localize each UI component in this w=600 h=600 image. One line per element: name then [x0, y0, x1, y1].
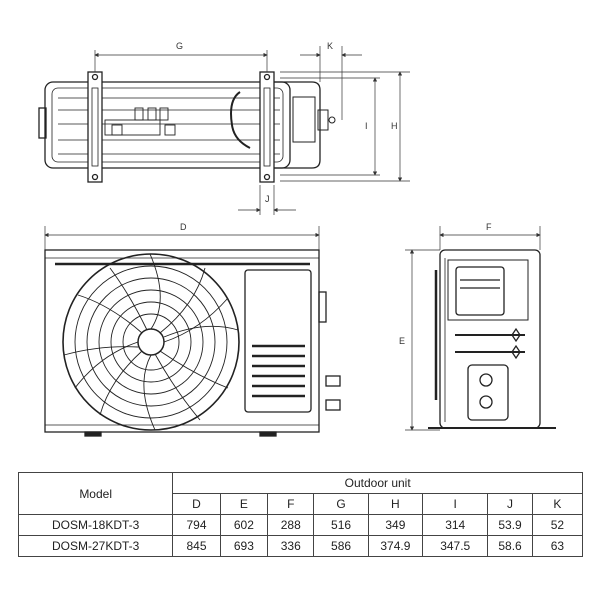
cell-f: 288	[267, 514, 315, 536]
side-view-dimensions	[405, 226, 541, 431]
cell-g: 516	[313, 514, 369, 536]
table-column-row: D E F G H I J K	[19, 493, 584, 515]
dim-label-h: H	[391, 121, 398, 131]
dim-label-f: F	[486, 222, 492, 232]
top-view	[38, 71, 336, 183]
table-row: DOSM-18KDT-3 794 602 288 516 349 314 53.…	[17, 514, 584, 536]
column-header-k: K	[531, 493, 584, 515]
cell-g: 586	[313, 535, 369, 557]
dim-label-k: K	[327, 41, 334, 51]
top-view-dimensions	[94, 46, 410, 215]
cell-i: 314	[422, 514, 489, 536]
column-header-i: I	[422, 493, 489, 515]
table-header-row: Model Outdoor unit	[17, 472, 583, 515]
cell-d: 845	[172, 535, 221, 557]
dim-label-j: J	[265, 194, 270, 204]
cell-k: 63	[531, 535, 584, 557]
column-header-e: E	[219, 493, 269, 515]
cell-d: 794	[172, 514, 221, 536]
front-view-dimensions	[44, 226, 320, 250]
model-name: DOSM-27KDT-3	[17, 535, 174, 557]
dim-label-d: D	[180, 222, 187, 232]
dim-label-i: I	[365, 121, 368, 131]
cell-j: 53.9	[487, 514, 533, 536]
model-header: Model	[17, 472, 174, 515]
cell-i: 347.5	[422, 535, 489, 557]
column-header-d: D	[172, 493, 221, 515]
cell-j: 58.6	[487, 535, 533, 557]
cell-k: 52	[531, 514, 584, 536]
column-header-g: G	[313, 493, 369, 515]
cell-e: 693	[219, 535, 269, 557]
outdoor-unit-header: Outdoor unit	[172, 472, 583, 494]
dim-label-g: G	[176, 41, 184, 51]
dim-label-e: E	[399, 336, 406, 346]
cell-h: 349	[367, 514, 424, 536]
side-view	[428, 249, 556, 429]
table-row: DOSM-27KDT-3 845 693 336 586 374.9 347.5…	[17, 535, 584, 557]
model-name: DOSM-18KDT-3	[17, 514, 174, 536]
cell-h: 374.9	[367, 535, 424, 557]
column-header-j: J	[487, 493, 533, 515]
front-view	[44, 249, 341, 437]
column-header-f: F	[267, 493, 315, 515]
technical-drawing	[38, 46, 556, 437]
dimensions-table: Model Outdoor unit D E F G H I J K DOSM-…	[17, 472, 584, 557]
column-header-h: H	[367, 493, 424, 515]
cell-e: 602	[219, 514, 269, 536]
cell-f: 336	[267, 535, 315, 557]
